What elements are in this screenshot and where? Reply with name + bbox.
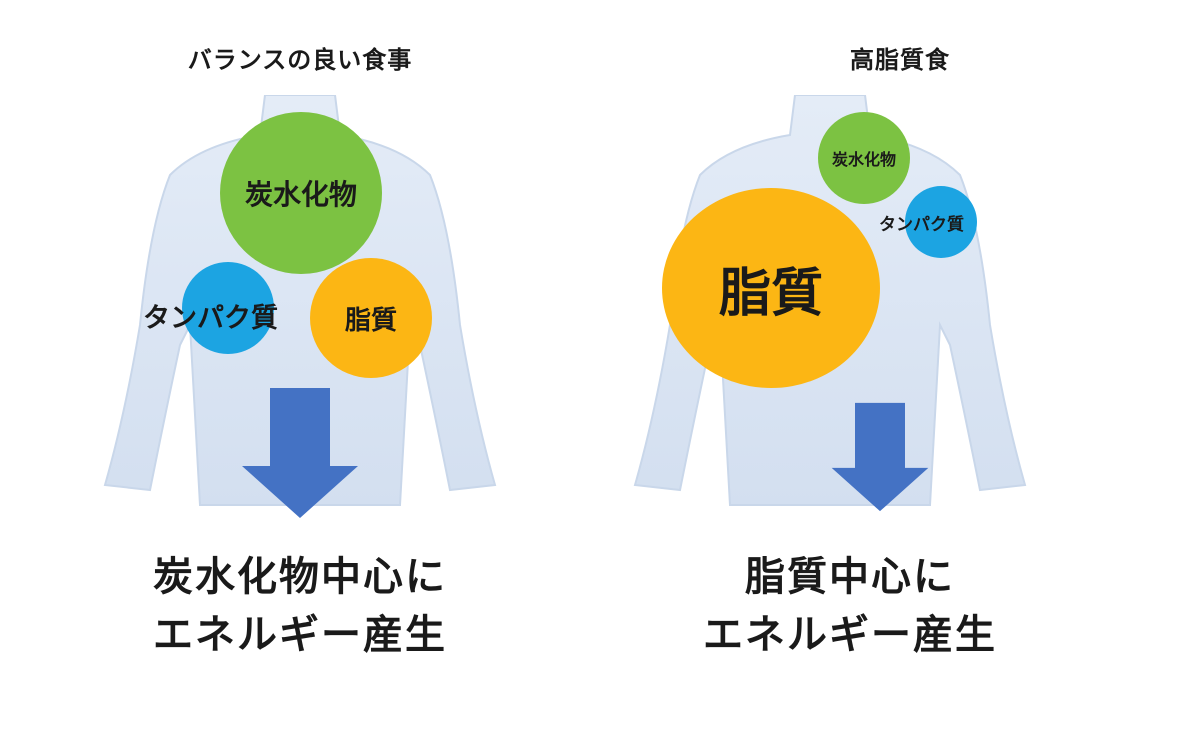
high-fat-diet-conclusion: 脂質中心に エネルギー産生 bbox=[550, 548, 1150, 664]
down-arrow-icon bbox=[831, 402, 929, 512]
conclusion-line-2: エネルギー産生 bbox=[703, 612, 997, 658]
balanced-diet-panel: バランスの良い食事 炭水化物 脂質 タンパク質 炭水化物中心に エネルギー産生 bbox=[0, 46, 600, 664]
human-body-silhouette bbox=[103, 95, 497, 506]
fat-circle: 脂質 bbox=[662, 188, 880, 388]
high-fat-diet-panel: 高脂質食 炭水化物 タンパク質 脂質 脂質中心に エネルギー産生 bbox=[600, 0, 1200, 735]
down-arrow-icon bbox=[242, 388, 358, 518]
protein-label: タンパク質 bbox=[879, 215, 964, 235]
protein-label: タンパク質 bbox=[143, 303, 278, 334]
carbohydrate-circle: 炭水化物 bbox=[220, 112, 382, 274]
conclusion-line-1: 脂質中心に bbox=[745, 554, 955, 600]
fat-circle: 脂質 bbox=[310, 258, 432, 378]
fat-label: 脂質 bbox=[718, 263, 823, 324]
carbohydrate-label: 炭水化物 bbox=[244, 178, 357, 211]
conclusion-line-1: 炭水化物中心に bbox=[153, 554, 447, 600]
conclusion-line-2: エネルギー産生 bbox=[153, 612, 447, 658]
high-fat-diet-title: 高脂質食 bbox=[850, 46, 950, 74]
protein-circle bbox=[905, 186, 977, 258]
carbohydrate-circle: 炭水化物 bbox=[818, 112, 910, 204]
balanced-diet-conclusion: 炭水化物中心に エネルギー産生 bbox=[0, 548, 600, 664]
protein-circle bbox=[182, 262, 274, 354]
carbohydrate-label: 炭水化物 bbox=[831, 150, 896, 169]
balanced-diet-title: バランスの良い食事 bbox=[187, 46, 413, 74]
fat-label: 脂質 bbox=[344, 305, 397, 336]
